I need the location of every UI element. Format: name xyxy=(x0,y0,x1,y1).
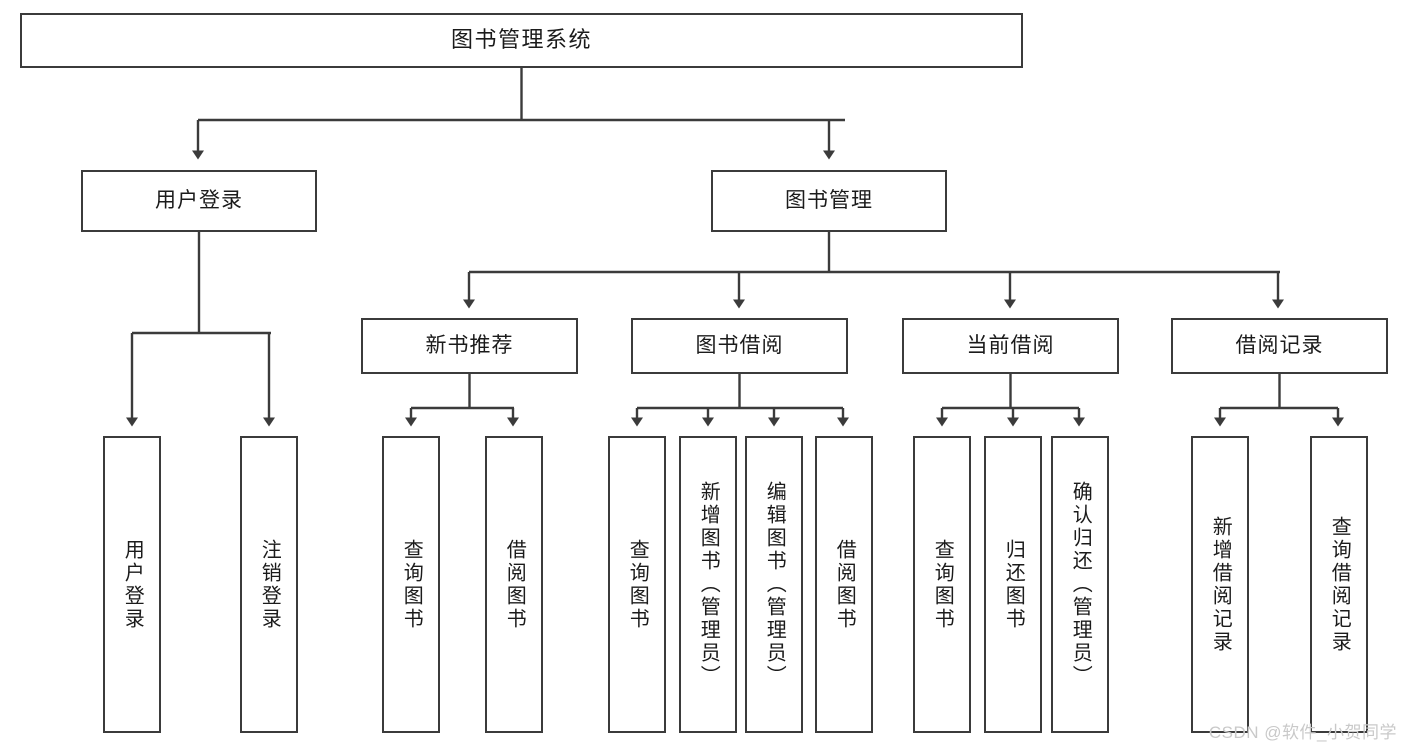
leaf-return-book[interactable]: 归还图书 xyxy=(984,436,1042,733)
leaf-add-borrow-record[interactable]: 新增借阅记录 xyxy=(1191,436,1249,733)
leaf-add-borrow-record-label: 新增借阅记录 xyxy=(1209,515,1232,654)
leaf-return-book-label: 归还图书 xyxy=(1002,538,1025,631)
node-book-manage-label: 图书管理 xyxy=(785,189,873,213)
leaf-borrow-book-1-label: 借阅图书 xyxy=(503,538,526,631)
node-book-borrow[interactable]: 图书借阅 xyxy=(631,318,848,374)
leaf-confirm-return[interactable]: 确认归还（管理员） xyxy=(1051,436,1109,733)
node-book-borrow-label: 图书借阅 xyxy=(695,334,784,358)
leaf-edit-book-label: 编辑图书（管理员） xyxy=(763,481,786,688)
leaf-add-book[interactable]: 新增图书（管理员） xyxy=(679,436,737,733)
leaf-borrow-book-2-label: 借阅图书 xyxy=(833,538,856,631)
leaf-user-logout-label: 注销登录 xyxy=(258,538,281,631)
node-current-borrow-label: 当前借阅 xyxy=(966,334,1055,358)
leaf-query-book-2[interactable]: 查询图书 xyxy=(608,436,666,733)
leaf-query-book-1-label: 查询图书 xyxy=(400,538,423,631)
node-new-book-recommend[interactable]: 新书推荐 xyxy=(361,318,578,374)
node-book-manage[interactable]: 图书管理 xyxy=(711,170,947,232)
node-borrow-record[interactable]: 借阅记录 xyxy=(1171,318,1388,374)
node-new-book-recommend-label: 新书推荐 xyxy=(425,334,514,358)
leaf-edit-book[interactable]: 编辑图书（管理员） xyxy=(745,436,803,733)
leaf-user-login[interactable]: 用户登录 xyxy=(103,436,161,733)
leaf-query-book-2-label: 查询图书 xyxy=(626,538,649,631)
leaf-query-borrow-record-label: 查询借阅记录 xyxy=(1328,515,1351,654)
node-borrow-record-label: 借阅记录 xyxy=(1235,334,1324,358)
node-user-login[interactable]: 用户登录 xyxy=(81,170,317,232)
node-root-label: 图书管理系统 xyxy=(450,27,592,53)
leaf-add-book-label: 新增图书（管理员） xyxy=(697,481,720,688)
leaf-confirm-return-label: 确认归还（管理员） xyxy=(1069,481,1092,688)
node-user-login-label: 用户登录 xyxy=(155,189,243,213)
csdn-watermark: CSDN @软件_小贺同学 xyxy=(1208,723,1397,742)
leaf-borrow-book-1[interactable]: 借阅图书 xyxy=(485,436,543,733)
leaf-query-book-1[interactable]: 查询图书 xyxy=(382,436,440,733)
leaf-user-login-label: 用户登录 xyxy=(121,538,144,631)
leaf-query-book-3[interactable]: 查询图书 xyxy=(913,436,971,733)
leaf-query-book-3-label: 查询图书 xyxy=(931,538,954,631)
node-root[interactable]: 图书管理系统 xyxy=(20,13,1023,68)
leaf-borrow-book-2[interactable]: 借阅图书 xyxy=(815,436,873,733)
leaf-user-logout[interactable]: 注销登录 xyxy=(240,436,298,733)
node-current-borrow[interactable]: 当前借阅 xyxy=(902,318,1119,374)
leaf-query-borrow-record[interactable]: 查询借阅记录 xyxy=(1310,436,1368,733)
